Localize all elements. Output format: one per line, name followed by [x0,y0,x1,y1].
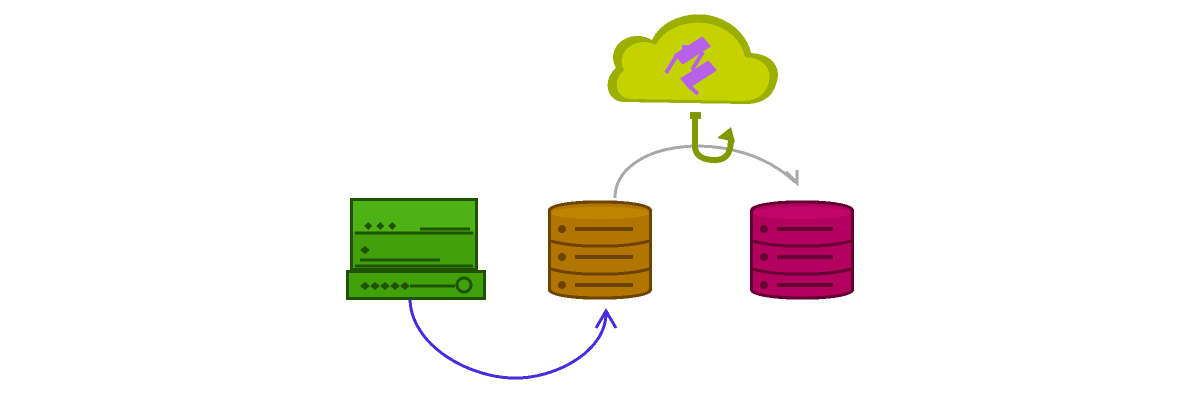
server-rack-icon [346,198,486,300]
database-icon [750,200,854,300]
hook-icon [690,112,735,164]
cloud-sync-symbol-icon [664,36,718,96]
database-icon [548,200,652,300]
cloud-icon [607,14,778,104]
arrow-server-to-middle [408,297,608,380]
arrowhead-right [784,170,799,187]
arrowhead-middle [594,308,618,329]
arrow-middle-to-right [613,144,797,199]
